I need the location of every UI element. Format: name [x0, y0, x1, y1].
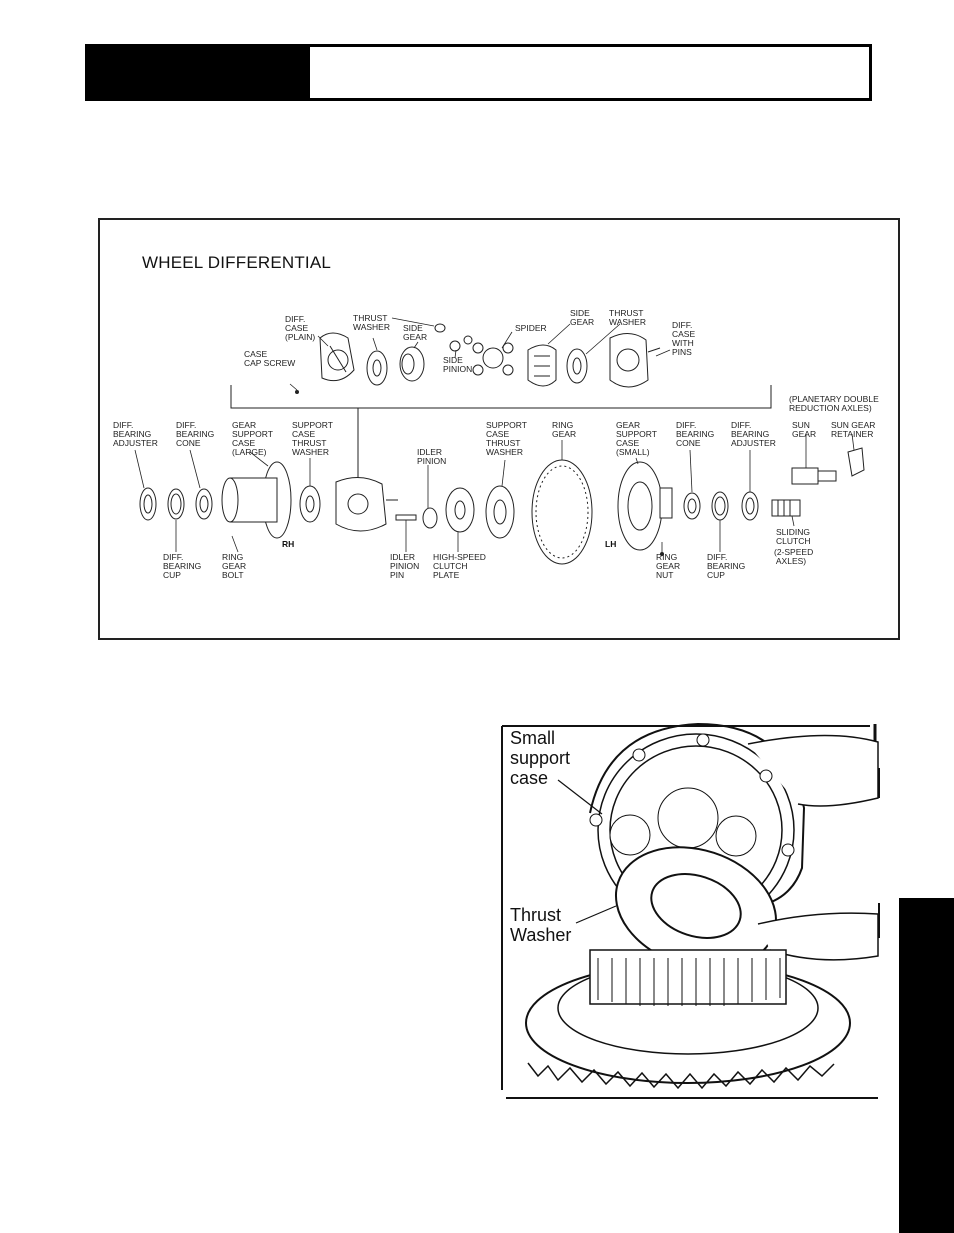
- label-rh: RH: [282, 539, 294, 549]
- diff-bearing-cup-left-part: [167, 488, 185, 520]
- support-case-thrust-washer-left-part: [299, 485, 321, 523]
- thrust-washer-right-part: [566, 348, 588, 384]
- idler-pinion-pin-part: [395, 514, 417, 521]
- small-washer-part: [434, 323, 446, 333]
- photo-illustration: [501, 722, 880, 1099]
- side-gear-right-part: [527, 344, 557, 387]
- thrust-washer-top-part: [366, 350, 388, 386]
- diff-bearing-adjuster-right-part: [741, 491, 759, 521]
- support-case-thrust-washer-right-part: [485, 485, 515, 539]
- spider-part: [472, 342, 514, 376]
- diff-bearing-cone-left-part: [195, 488, 213, 520]
- gear-support-case-large-part: [221, 461, 292, 539]
- sun-gear-retainer-part: [847, 447, 865, 477]
- sliding-clutch-part: [771, 499, 801, 517]
- label-lh: LH: [605, 539, 616, 549]
- idler-pinion-part: [422, 507, 438, 529]
- high-speed-clutch-plate-part: [445, 487, 475, 533]
- label-two-speed-note: (2-SPEED AXLES): [774, 547, 813, 566]
- sun-gear-part: [791, 467, 837, 485]
- label-diff-case-plain: DIFF.CASE(PLAIN): [285, 314, 315, 342]
- case-cap-screw-part: [295, 390, 299, 394]
- side-pinion-part: [449, 335, 473, 352]
- wheel-differential-diagram: WHEEL DIFFERENTIAL: [98, 218, 900, 640]
- diff-case-pins-part: [609, 333, 661, 388]
- side-gear-top-part: [399, 346, 425, 382]
- ring-gear-part: [531, 459, 593, 565]
- diff-case-plain-part: [319, 332, 355, 382]
- center-case-assembly-part: [335, 477, 398, 532]
- side-section-tab: [899, 898, 954, 1233]
- diff-bearing-cup-right-part: [711, 491, 729, 521]
- label-spider: SPIDER: [515, 323, 547, 333]
- ring-gear-nut-part: [660, 552, 664, 556]
- diagram-title: WHEEL DIFFERENTIAL: [142, 253, 332, 272]
- diff-bearing-cone-right-part: [683, 492, 701, 520]
- gear-support-case-small-part: [617, 461, 673, 551]
- leader-lines: [134, 317, 855, 553]
- header-black-block: [88, 47, 310, 98]
- header-bar: [85, 44, 872, 101]
- diff-bearing-adjuster-left-part: [139, 487, 157, 521]
